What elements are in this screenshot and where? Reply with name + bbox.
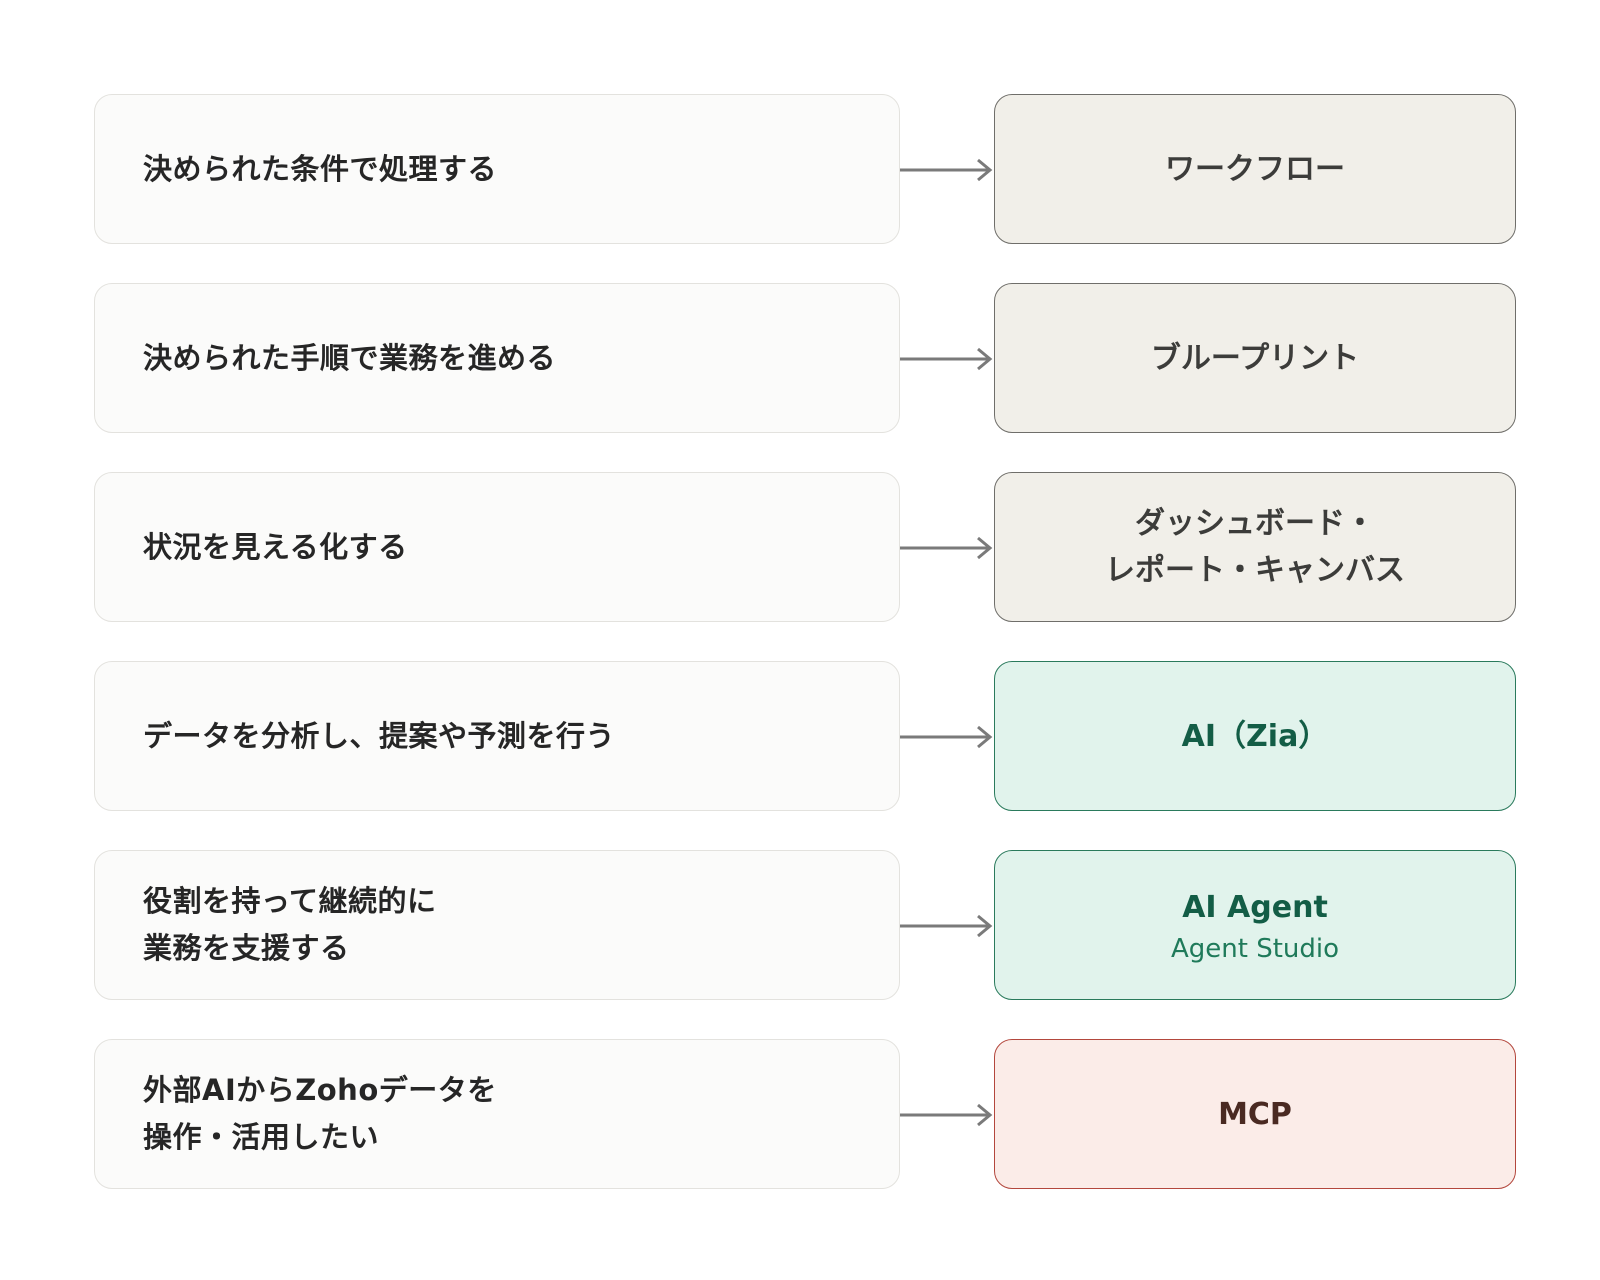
- feature-label: ダッシュボード・: [1135, 506, 1375, 541]
- feature-label: AI Agent: [1182, 889, 1328, 925]
- feature-box-ai-agent: AI Agent Agent Studio: [994, 850, 1516, 1000]
- need-box: データを分析し、提案や予測を行う: [94, 661, 900, 811]
- mapping-row: 役割を持って継続的に 業務を支援する AI Agent Agent Studio: [94, 850, 1516, 1002]
- feature-label: ブループリント: [1150, 340, 1360, 376]
- feature-sublabel: Agent Studio: [1170, 933, 1340, 964]
- feature-box-blueprint: ブループリント: [994, 283, 1516, 433]
- need-line: 外部AIからZohoデータを: [143, 1073, 497, 1107]
- arrow-right-icon: [900, 347, 993, 371]
- need-line: データを分析し、提案や予測を行う: [143, 718, 616, 753]
- mapping-row: 状況を見える化する ダッシュボード・ レポート・キャンバス: [94, 472, 1516, 624]
- need-line: 決められた条件で処理する: [143, 151, 498, 186]
- arrow-right-icon: [900, 725, 993, 749]
- need-text: 役割を持って継続的に 業務を支援する: [143, 878, 437, 972]
- need-box: 役割を持って継続的に 業務を支援する: [94, 850, 900, 1000]
- arrow-right-icon: [900, 1103, 993, 1127]
- need-text: データを分析し、提案や予測を行う: [143, 713, 615, 760]
- feature-box-workflow: ワークフロー: [994, 94, 1516, 244]
- feature-label: AI（Zia）: [1181, 718, 1329, 754]
- feature-label: レポート・キャンバス: [1105, 553, 1405, 588]
- need-text: 決められた条件で処理する: [143, 146, 497, 193]
- feature-box-dashboard: ダッシュボード・ レポート・キャンバス: [994, 472, 1516, 622]
- need-line: 決められた手順で業務を進める: [143, 340, 557, 375]
- need-line: 状況を見える化する: [143, 529, 408, 564]
- need-text: 外部AIからZohoデータを 操作・活用したい: [143, 1067, 497, 1161]
- arrow-right-icon: [900, 536, 993, 560]
- need-line: 操作・活用したい: [143, 1120, 380, 1154]
- mapping-row: 決められた手順で業務を進める ブループリント: [94, 283, 1516, 435]
- arrow-right-icon: [900, 158, 993, 182]
- need-text: 状況を見える化する: [143, 524, 408, 571]
- feature-label: MCP: [1218, 1096, 1292, 1132]
- arrow-right-icon: [900, 914, 993, 938]
- mapping-row: 決められた条件で処理する ワークフロー: [94, 94, 1516, 246]
- need-line: 役割を持って継続的に: [143, 884, 437, 918]
- mapping-row: データを分析し、提案や予測を行う AI（Zia）: [94, 661, 1516, 813]
- need-box: 決められた手順で業務を進める: [94, 283, 900, 433]
- need-box: 決められた条件で処理する: [94, 94, 900, 244]
- need-box: 状況を見える化する: [94, 472, 900, 622]
- mapping-row: 外部AIからZohoデータを 操作・活用したい MCP: [94, 1039, 1516, 1191]
- feature-box-ai-zia: AI（Zia）: [994, 661, 1516, 811]
- need-box: 外部AIからZohoデータを 操作・活用したい: [94, 1039, 900, 1189]
- need-text: 決められた手順で業務を進める: [143, 335, 556, 382]
- feature-label: ワークフロー: [1165, 151, 1345, 187]
- need-line: 業務を支援する: [143, 931, 350, 965]
- feature-box-mcp: MCP: [994, 1039, 1516, 1189]
